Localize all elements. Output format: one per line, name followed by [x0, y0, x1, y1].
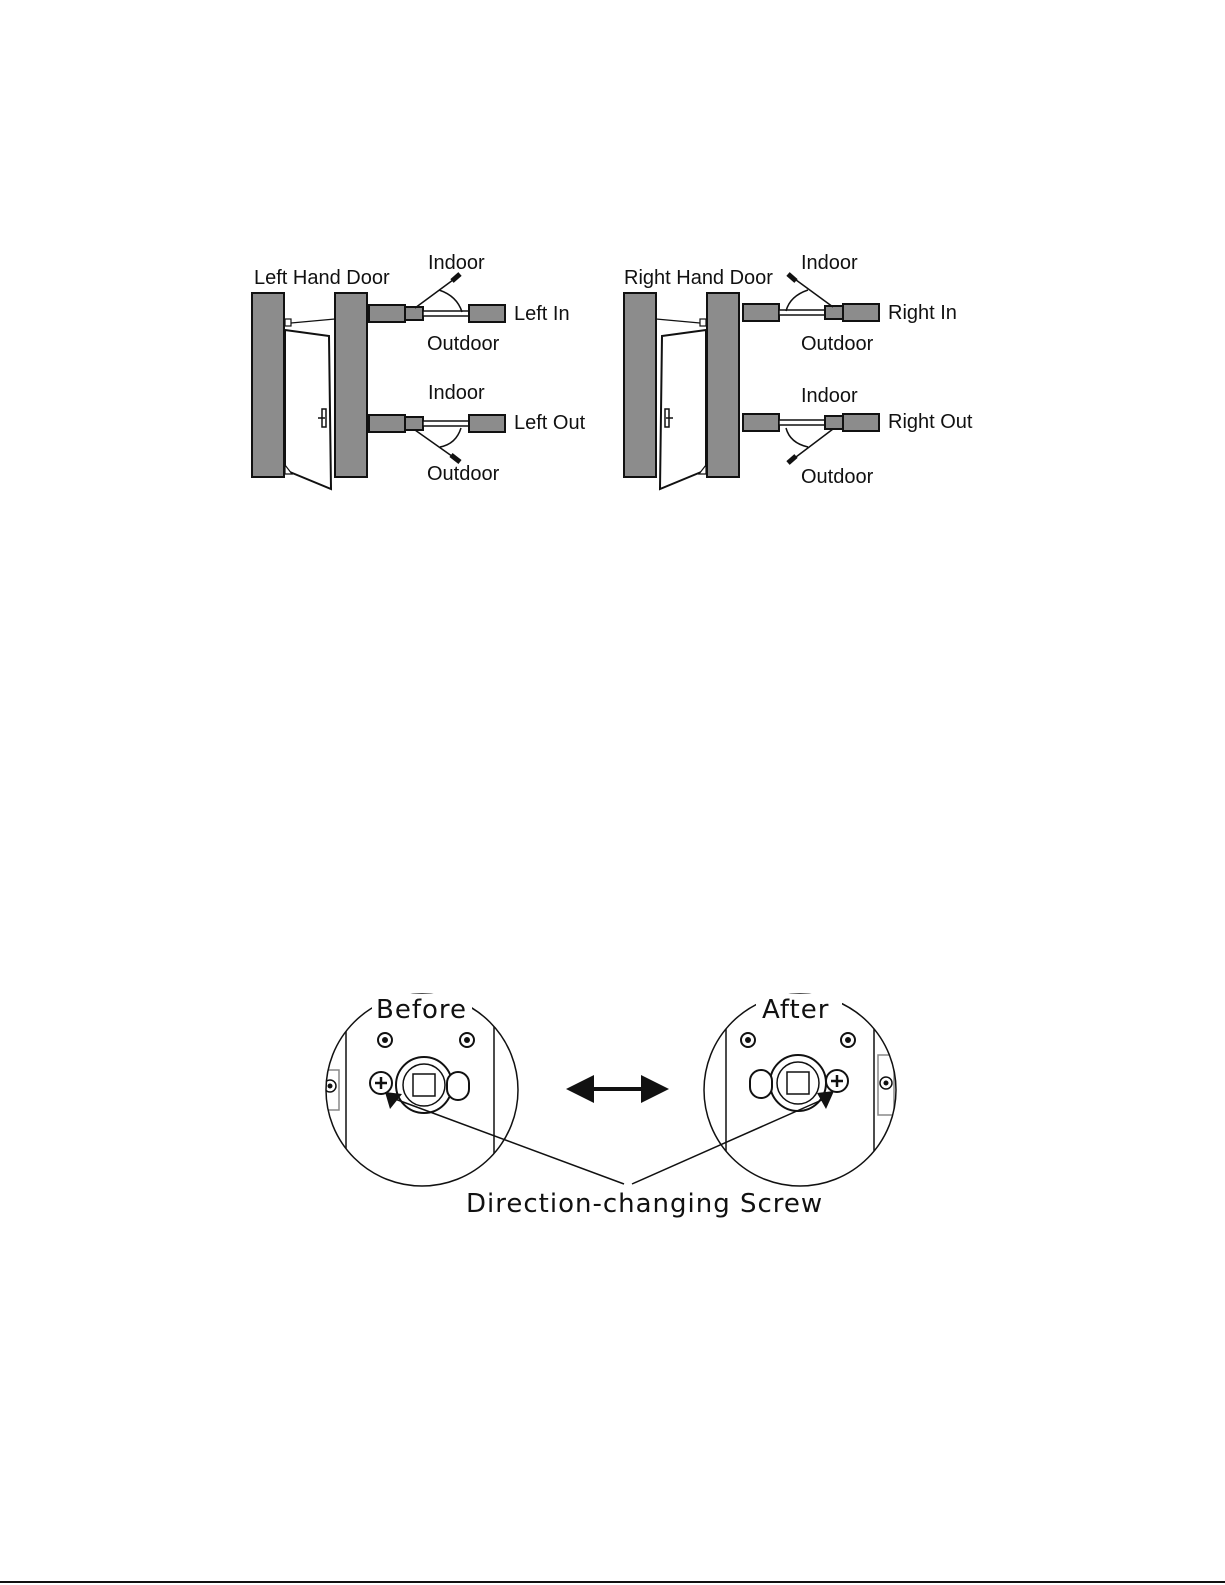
- leader-line-before: [395, 1099, 624, 1184]
- left-out-outdoor-label: Outdoor: [427, 463, 500, 485]
- left-wall-right: [335, 293, 367, 477]
- right-out-closer: Indoor Outdoor Right Out: [743, 385, 973, 488]
- right-wall-right: [707, 293, 739, 477]
- right-wall-left: [624, 293, 656, 477]
- left-in-body: [369, 305, 405, 322]
- right-hand-door-figure: Right Hand Door Indoor Outdoor Right In …: [624, 252, 973, 489]
- before-label: Before: [376, 995, 467, 1025]
- after-detail: After: [704, 990, 896, 1190]
- right-in-outdoor-label: Outdoor: [801, 333, 874, 355]
- left-hand-door-title: Left Hand Door: [254, 267, 390, 289]
- right-out-label: Right Out: [888, 411, 973, 433]
- after-label: After: [762, 995, 829, 1025]
- right-in-body: [743, 304, 779, 321]
- right-in-indoor-label: Indoor: [801, 252, 858, 274]
- right-out-body: [743, 414, 779, 431]
- page-bottom-rule: [0, 1581, 1225, 1583]
- left-out-indoor-label: Indoor: [428, 382, 485, 404]
- right-out-indoor-label: Indoor: [801, 385, 858, 407]
- left-out-body: [369, 415, 405, 432]
- before-detail: Before: [324, 990, 518, 1190]
- left-in-indoor-label: Indoor: [428, 252, 485, 274]
- left-in-outdoor-label: Outdoor: [427, 333, 500, 355]
- right-in-label: Right In: [888, 302, 957, 324]
- right-hand-door-title: Right Hand Door: [624, 267, 773, 289]
- left-out-label: Left Out: [514, 412, 586, 434]
- left-in-label: Left In: [514, 303, 570, 325]
- leader-line-after: [632, 1099, 824, 1184]
- right-out-outdoor-label: Outdoor: [801, 466, 874, 488]
- direction-changing-screw-caption: Direction-changing Screw: [466, 1189, 823, 1219]
- left-hand-door-figure: Left Hand Door Indoor Outdoor Left In In: [252, 252, 586, 489]
- left-in-closer: Indoor Outdoor Left In: [369, 252, 570, 355]
- left-wall-left: [252, 293, 284, 477]
- screw-direction-figure: Before: [324, 990, 896, 1219]
- right-in-closer: Indoor Outdoor Right In: [743, 252, 957, 355]
- double-arrow-icon: [566, 1075, 669, 1103]
- left-out-closer: Indoor Outdoor Left Out: [369, 382, 586, 485]
